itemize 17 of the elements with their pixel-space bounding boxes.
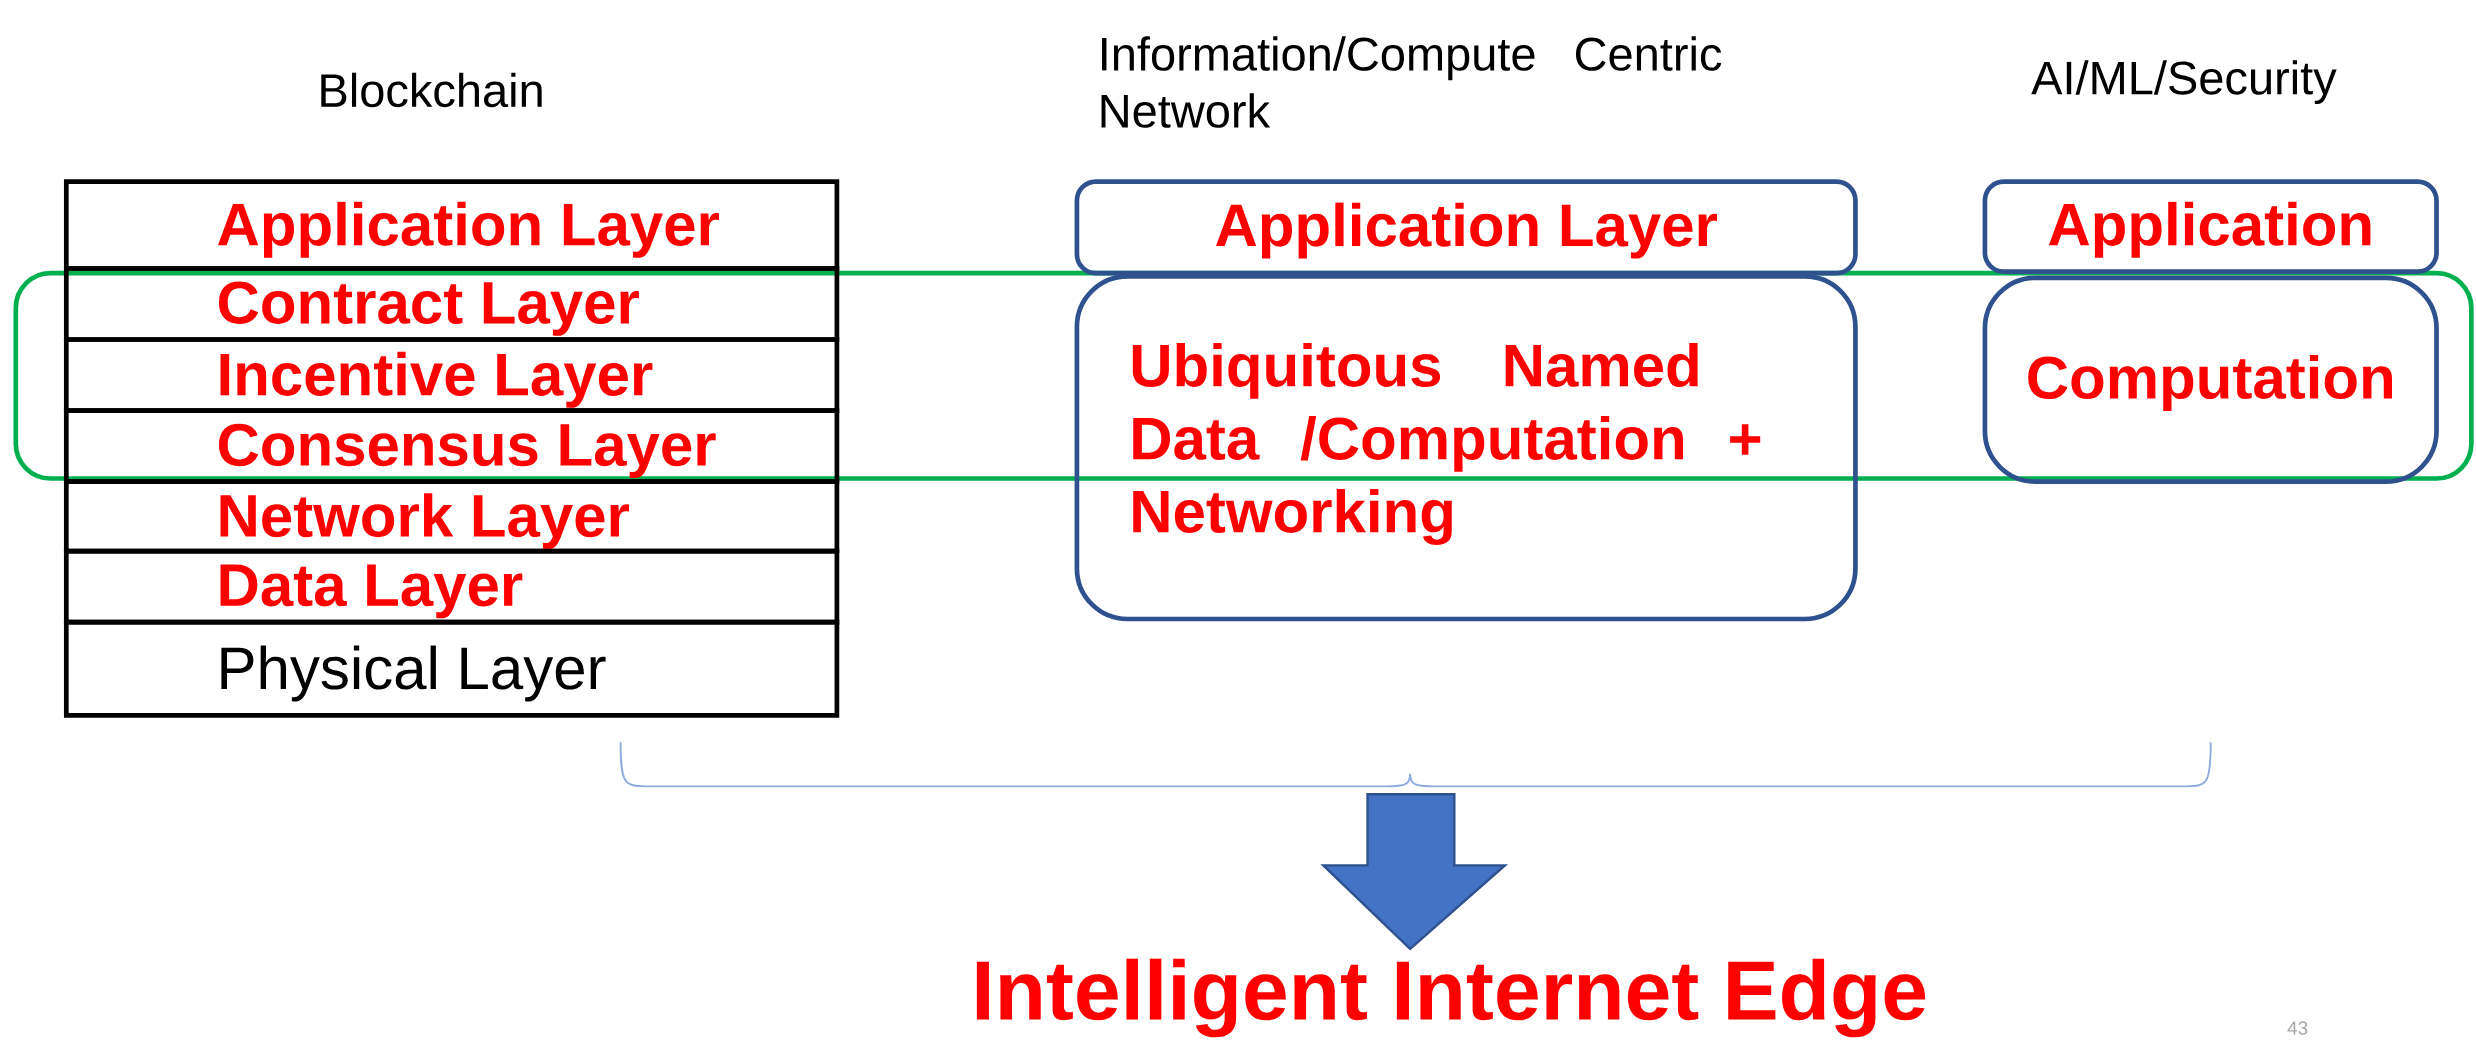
layer-row: Network Layer xyxy=(63,479,840,554)
layer-box: Ubiquitous Named Data /Computation + Networking xyxy=(1074,274,1858,622)
layer-box: Application xyxy=(1982,179,2439,275)
layer-row: Physical Layer xyxy=(63,619,840,718)
page-number: 43 xyxy=(2287,1021,2308,1035)
layer-row: Data Layer xyxy=(63,548,840,625)
layer-row: Consensus Layer xyxy=(63,408,840,485)
layer-box: Application Layer xyxy=(1074,179,1858,276)
layer-row: Application Layer xyxy=(63,179,840,271)
column-heading: Information/Compute Centric Network xyxy=(1101,36,1722,128)
block-arrow xyxy=(1320,793,1509,951)
column-heading: AI/ML/Security xyxy=(2031,60,2337,105)
layer-row: Contract Layer xyxy=(63,266,840,342)
layer-box: Computation xyxy=(1982,275,2439,485)
column-heading: Blockchain xyxy=(321,72,542,108)
result-text: Intelligent Internet Edge xyxy=(976,958,1926,1038)
layer-row: Incentive Layer xyxy=(63,337,840,414)
